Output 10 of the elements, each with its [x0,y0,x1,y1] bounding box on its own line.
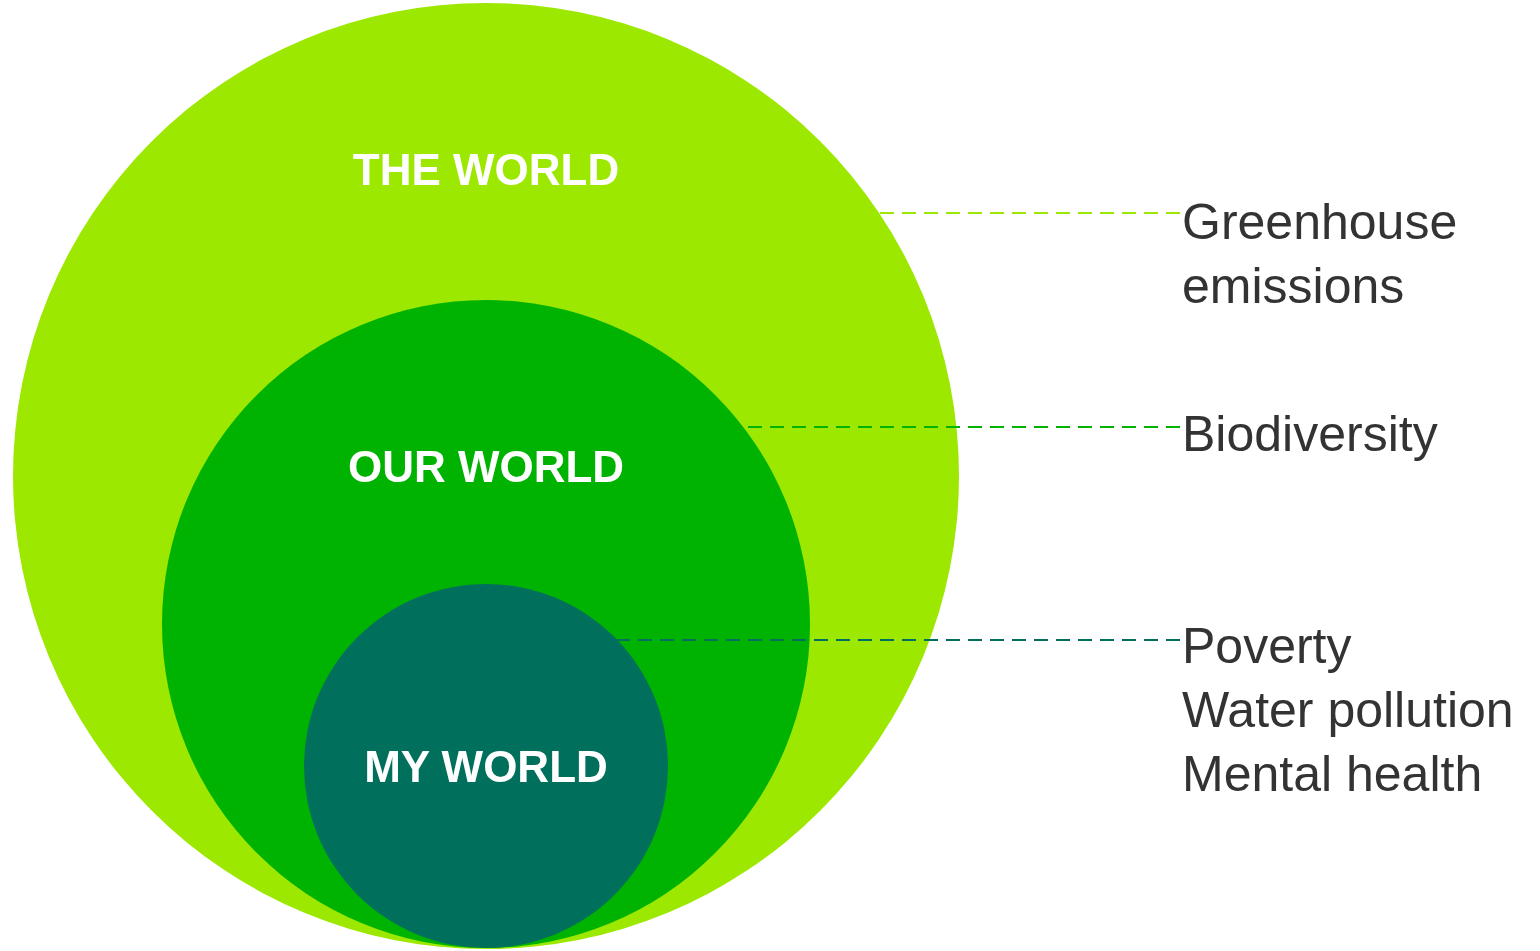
leader-line [878,212,1181,214]
issue-label: Biodiversity [1182,402,1512,466]
circle-label: THE WORLD [352,144,620,196]
leader-line [616,639,1181,641]
circle-label: MY WORLD [364,741,608,793]
issue-label: Mental health [1182,745,1484,804]
issue-label: Water pollution [1182,681,1515,740]
issue-label: Poverty [1182,617,1353,676]
circle-label: OUR WORLD [347,441,625,493]
issue-label: Greenhouse emissions [1182,190,1492,318]
